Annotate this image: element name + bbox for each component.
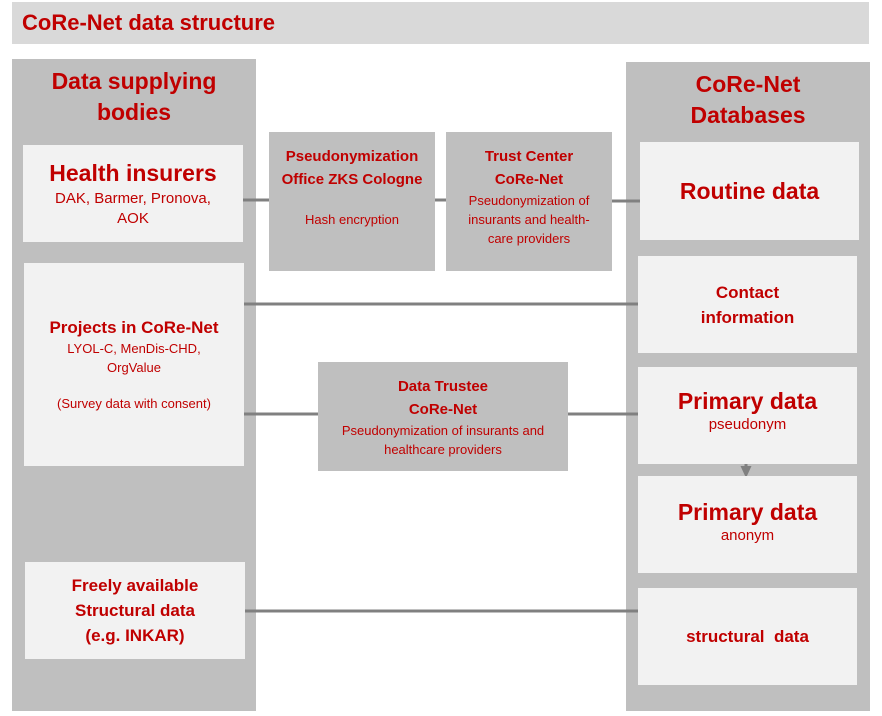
structural-data-box: structural data bbox=[638, 588, 857, 685]
primary-data-pseudonym-box: Primary data pseudonym bbox=[638, 367, 857, 464]
projects-list-line2: OrgValue bbox=[107, 360, 161, 375]
data-supplying-title-line2: bodies bbox=[96, 99, 172, 125]
contact-information-box: Contact information bbox=[638, 256, 857, 353]
routine-data-label: Routine data bbox=[679, 178, 820, 204]
data-trustee-desc-line2: healthcare providers bbox=[384, 442, 502, 457]
data-trustee-title-line1: Data Trustee bbox=[397, 378, 489, 395]
health-insurers-box: Health insurers DAK, Barmer, Pronova, AO… bbox=[23, 145, 243, 242]
freely-available-line3: (e.g. INKAR) bbox=[85, 626, 185, 645]
databases-title-line2: Databases bbox=[690, 102, 806, 128]
pseudonymization-office-desc: Hash encryption bbox=[305, 212, 399, 227]
routine-data-box: Routine data bbox=[640, 142, 859, 240]
arrowhead-anonym bbox=[740, 466, 752, 478]
health-insurers-list-line2: AOK bbox=[117, 209, 149, 227]
databases-title: CoRe-Net Databases bbox=[626, 69, 870, 131]
primary-data-anonym-sub: anonym bbox=[720, 527, 775, 544]
primary-data-pseudonym-title: Primary data bbox=[677, 388, 818, 414]
health-insurers-list-line1: DAK, Barmer, Pronova, bbox=[55, 189, 211, 207]
trust-center-box: Trust Center CoRe-Net Pseudonymization o… bbox=[446, 132, 612, 271]
contact-information-line1: Contact bbox=[715, 282, 780, 302]
trust-center-desc-line3: care providers bbox=[487, 231, 571, 246]
health-insurers-title: Health insurers bbox=[49, 159, 217, 186]
pseudonymization-office-title-line2: Office ZKS Cologne bbox=[281, 171, 423, 188]
contact-information-line2: information bbox=[700, 307, 795, 327]
databases-title-line1: CoRe-Net bbox=[695, 71, 801, 97]
projects-box: Projects in CoRe-Net LYOL-C, MenDis-CHD,… bbox=[24, 263, 244, 466]
data-supplying-title: Data supplying bodies bbox=[12, 66, 256, 128]
diagram-title: CoRe-Net data structure bbox=[12, 2, 869, 44]
data-trustee-title-line2: CoRe-Net bbox=[408, 401, 478, 418]
projects-note: (Survey data with consent) bbox=[57, 396, 211, 411]
freely-available-box: Freely available Structural data (e.g. I… bbox=[25, 562, 245, 659]
freely-available-line2: Structural data bbox=[75, 601, 195, 620]
data-trustee-desc-line1: Pseudonymization of insurants and bbox=[341, 423, 545, 438]
trust-center-title-line1: Trust Center bbox=[484, 148, 574, 165]
pseudonymization-office-box: Pseudonymization Office ZKS Cologne Hash… bbox=[269, 132, 435, 271]
projects-list-line1: LYOL-C, MenDis-CHD, bbox=[67, 341, 201, 356]
trust-center-title-line2: CoRe-Net bbox=[494, 171, 564, 188]
primary-data-anonym-box: Primary data anonym bbox=[638, 476, 857, 573]
structural-data-label: structural data bbox=[686, 627, 809, 646]
data-supplying-title-line1: Data supplying bbox=[51, 68, 217, 94]
primary-data-anonym-title: Primary data bbox=[677, 499, 818, 525]
freely-available-line1: Freely available bbox=[71, 576, 199, 595]
data-trustee-box: Data Trustee CoRe-Net Pseudonymization o… bbox=[318, 362, 568, 471]
pseudonymization-office-title-line1: Pseudonymization bbox=[285, 148, 419, 165]
primary-data-pseudonym-sub: pseudonym bbox=[708, 416, 787, 433]
trust-center-desc-line2: insurants and health- bbox=[468, 212, 590, 227]
projects-title: Projects in CoRe-Net bbox=[49, 318, 219, 337]
trust-center-desc-line1: Pseudonymization of bbox=[468, 193, 590, 208]
